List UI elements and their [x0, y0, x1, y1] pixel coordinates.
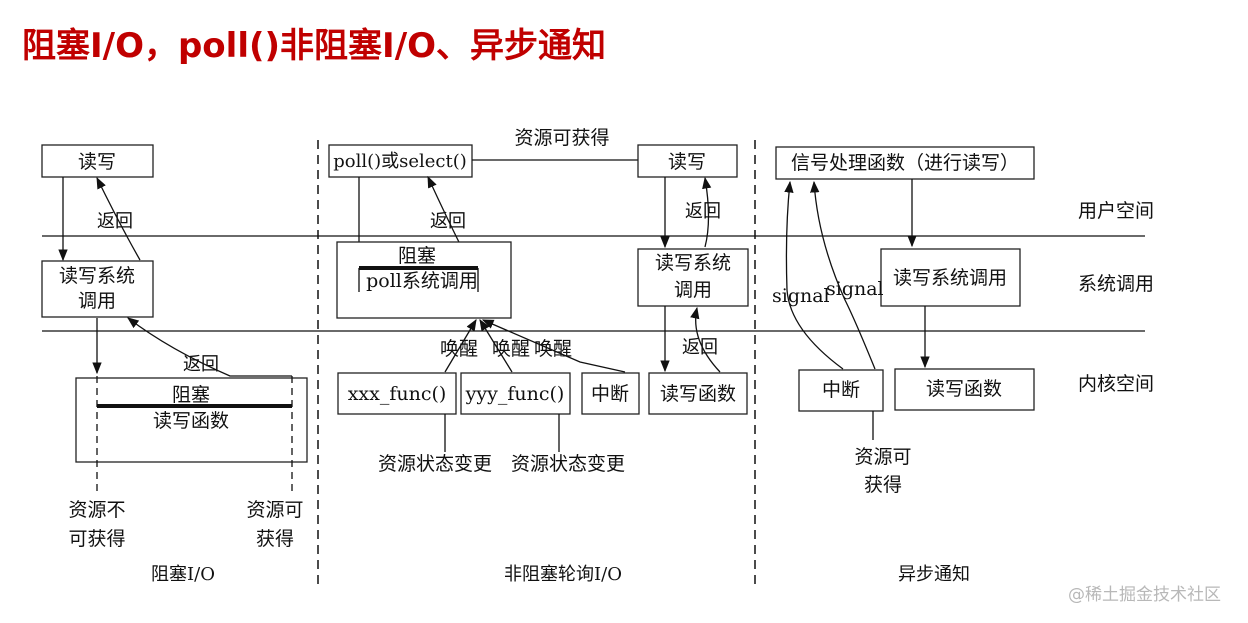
wake-arrow-2 [479, 319, 513, 373]
blocking-avail-label-2: 获得 [256, 528, 294, 550]
async-rw-func-label: 读写函数 [926, 378, 1002, 400]
async-syscall-label: 读写系统调用 [893, 267, 1007, 289]
nonblocking-rw-func-box [648, 372, 748, 415]
yyy-func-label: yyy_func() [465, 383, 565, 405]
blocking-syscall-label-2: 调用 [78, 290, 116, 312]
page-title: 阻塞I/O，poll()非阻塞I/O、异步通知 [22, 26, 607, 66]
wake-arrow-3 [481, 319, 626, 373]
blocking-io-column: 读写 返回 读写系统 调用 返回 阻塞 读写函数 资源不 可获得 资源可 获得 … [41, 144, 308, 585]
xxx-func-box [337, 372, 457, 415]
nonblocking-rw-func-label: 读写函数 [660, 383, 736, 405]
async-caption: 异步通知 [898, 564, 970, 585]
wake-arrow-1 [444, 318, 477, 373]
state-change-label-2: 资源状态变更 [511, 453, 625, 475]
poll-select-box [328, 144, 473, 178]
blocking-return-label-2: 返回 [183, 354, 219, 375]
poll-syscall-label: poll系统调用 [366, 270, 478, 292]
poll-return-label: 返回 [430, 211, 466, 232]
nonblocking-rw-label: 读写 [668, 151, 706, 173]
blocking-rw-label: 读写 [78, 151, 116, 173]
nonblocking-io-column: poll()或select() 资源可获得 读写 返回 阻塞 poll系统调用 … [328, 127, 749, 585]
nonblocking-syscall-box [637, 248, 749, 307]
layer-label-syscall: 系统调用 [1078, 273, 1154, 295]
blocking-return-arrow-2 [127, 317, 292, 377]
xxx-func-label: xxx_func() [348, 383, 447, 405]
state-change-label-1: 资源状态变更 [378, 453, 492, 475]
nonblocking-irq-label: 中断 [591, 383, 629, 405]
signal-label-2: signal [826, 278, 884, 300]
async-avail-label-1: 资源可 [854, 446, 911, 468]
blocking-rw-box [41, 144, 154, 178]
yyy-func-box [460, 372, 571, 415]
async-avail-label-2: 获得 [864, 474, 902, 496]
rw-return-arrow-1 [702, 176, 712, 248]
poll-select-label: poll()或select() [333, 151, 467, 172]
poll-syscall-box [336, 241, 512, 319]
blocking-syscall-label-1: 读写系统 [59, 265, 135, 287]
wake-label-2: 唤醒 [492, 338, 530, 360]
nonblocking-caption: 非阻塞轮询I/O [504, 564, 622, 585]
nonblocking-syscall-label-1: 读写系统 [655, 252, 731, 274]
rw-return-label-2: 返回 [682, 337, 718, 358]
nonblocking-rw-box [637, 144, 738, 178]
layer-label-user: 用户空间 [1078, 200, 1154, 222]
async-rw-func-box [894, 368, 1035, 411]
async-irq-label: 中断 [822, 379, 860, 401]
blocking-return-label-1: 返回 [97, 211, 133, 232]
async-syscall-box [880, 248, 1021, 307]
layer-label-kernel: 内核空间 [1078, 373, 1154, 395]
resource-available-label: 资源可获得 [514, 127, 609, 149]
poll-block-label: 阻塞 [398, 245, 436, 267]
rw-return-label-1: 返回 [685, 201, 721, 222]
nonblocking-syscall-label-2: 调用 [674, 279, 712, 301]
signal-handler-box [775, 146, 1035, 180]
async-notify-column: 信号处理函数（进行读写） 读写系统调用 读写函数 中断 资源可 获得 signa… [772, 146, 1035, 585]
blocking-return-arrow-1 [96, 176, 141, 261]
blocking-unavail-label-1: 资源不 [68, 499, 125, 521]
watermark: @稀土掘金技术社区 [1068, 585, 1221, 605]
blocking-syscall-box [41, 260, 154, 318]
blocking-block-label: 阻塞 [172, 384, 210, 406]
blocking-avail-label-1: 资源可 [246, 499, 303, 521]
signal-label-1: signal [772, 285, 830, 307]
rw-return-arrow-2 [690, 306, 721, 373]
wake-label-1: 唤醒 [440, 338, 478, 360]
wake-label-3: 唤醒 [534, 338, 572, 360]
async-irq-box [798, 369, 884, 412]
signal-arrow-1 [784, 180, 844, 370]
signal-arrow-2 [810, 180, 876, 370]
nonblocking-irq-box [581, 372, 640, 415]
blocking-unavail-label-2: 可获得 [68, 528, 125, 550]
blocking-caption: 阻塞I/O [151, 564, 215, 585]
blocking-func-box [75, 377, 308, 463]
blocking-rw-func-label: 读写函数 [153, 410, 229, 432]
signal-handler-label: 信号处理函数（进行读写） [791, 152, 1019, 174]
